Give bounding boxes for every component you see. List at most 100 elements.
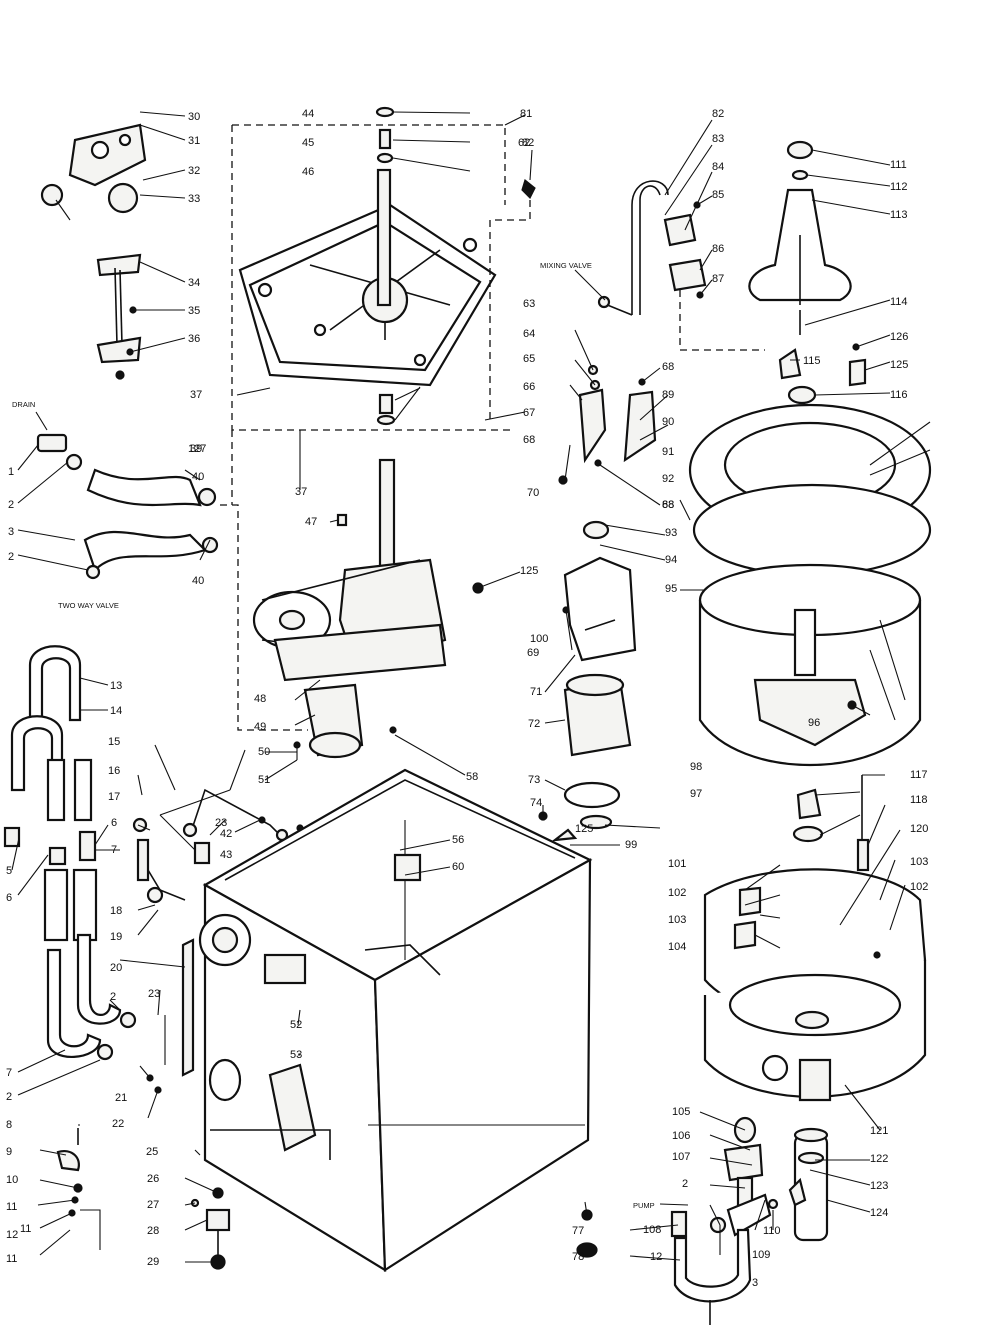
part-label: 67 — [523, 407, 535, 419]
part-label: 40 — [192, 575, 204, 587]
leveling-legs — [190, 1187, 598, 1270]
part-label: 30 — [188, 111, 200, 123]
part-label: 51 — [258, 774, 270, 786]
note-pump: PUMP — [633, 1201, 655, 1210]
part-label: 125 — [890, 359, 908, 371]
part-label: 1 — [8, 466, 14, 478]
part-label: 37 — [190, 389, 202, 401]
part-label: 13 — [110, 680, 122, 692]
part-label: 2 — [682, 1178, 688, 1190]
part-label: 121 — [870, 1125, 888, 1137]
outer-tub-assembly — [703, 775, 927, 1102]
part-label: 103 — [910, 856, 928, 868]
part-label: 12 — [6, 1229, 18, 1241]
part-label: 87 — [712, 273, 724, 285]
part-label: 72 — [528, 718, 540, 730]
part-label: 100 — [530, 633, 548, 645]
part-label: 116 — [890, 389, 908, 401]
part-label: 50 — [258, 746, 270, 758]
part-label: 2 — [8, 551, 14, 563]
part-label: 21 — [115, 1092, 127, 1104]
part-label: 98 — [690, 761, 702, 773]
motor-assembly — [472, 520, 637, 842]
part-label: 86 — [712, 243, 724, 255]
part-label: 32 — [188, 165, 200, 177]
part-label: 5 — [6, 865, 12, 877]
part-label: 69 — [527, 647, 539, 659]
part-label: 123 — [870, 1180, 888, 1192]
part-label: 23 — [148, 988, 160, 1000]
part-label: 126 — [890, 331, 908, 343]
part-label: 124 — [870, 1207, 888, 1219]
part-label: 91 — [662, 446, 674, 458]
part-label: 113 — [890, 209, 908, 221]
part-label: 94 — [665, 554, 677, 566]
part-label: 73 — [528, 774, 540, 786]
mixing-valve-assembly — [558, 180, 707, 485]
part-label: 71 — [530, 686, 542, 698]
part-label: 99 — [625, 839, 637, 851]
part-label: 37 — [295, 486, 307, 498]
part-label: 105 — [672, 1106, 690, 1118]
part-label: 23 — [215, 817, 227, 829]
part-label: 44 — [302, 108, 314, 120]
part-label: 78 — [572, 1251, 584, 1263]
part-label: 11 — [6, 1201, 17, 1213]
part-label: 56 — [452, 834, 464, 846]
part-label: 82 — [712, 108, 724, 120]
part-label: 85 — [712, 189, 724, 201]
pump-assembly — [670, 1116, 829, 1325]
part-label: 95 — [665, 583, 677, 595]
part-label: 63 — [523, 298, 535, 310]
part-label: 114 — [890, 296, 908, 308]
part-label: 102 — [910, 881, 928, 893]
part-label: 49 — [254, 721, 266, 733]
part-label: 39 — [190, 443, 202, 455]
part-label: 14 — [110, 705, 122, 717]
part-label: 106 — [672, 1130, 690, 1142]
part-label: 97 — [690, 788, 702, 800]
lid-switch-assembly — [40, 123, 147, 380]
note-drain: DRAIN — [12, 400, 35, 409]
part-label: 127 — [188, 443, 206, 455]
part-label: 96 — [808, 717, 820, 729]
part-label: 125 — [575, 823, 593, 835]
part-label: 8 — [6, 1119, 12, 1131]
part-label: 70 — [527, 487, 539, 499]
part-label: 92 — [662, 473, 674, 485]
part-label: 12 — [650, 1251, 662, 1263]
part-label: 64 — [523, 328, 535, 340]
part-label: 2 — [6, 1091, 12, 1103]
part-label: 34 — [188, 277, 200, 289]
water-inlet-hoses — [3, 645, 137, 1061]
part-label: 25 — [146, 1146, 158, 1158]
part-label: 108 — [643, 1224, 661, 1236]
part-label: 93 — [665, 527, 677, 539]
part-label: 52 — [290, 1019, 302, 1031]
part-label: 11 — [20, 1223, 31, 1235]
tub-support-plate-assembly — [231, 106, 536, 431]
part-label: 82 — [522, 137, 534, 149]
part-label: 6 — [111, 817, 117, 829]
part-label: 47 — [305, 516, 317, 528]
part-label: 74 — [530, 797, 542, 809]
part-label: 60 — [452, 861, 464, 873]
note-mixing-valve: MIXING VALVE — [540, 261, 592, 270]
leader-lines — [11, 111, 931, 1263]
part-label: 88 — [662, 499, 674, 511]
part-label: 3 — [8, 526, 14, 538]
part-label: 101 — [668, 858, 686, 870]
part-label: 84 — [712, 161, 724, 173]
part-label: 68 — [662, 361, 674, 373]
part-label: 58 — [466, 771, 478, 783]
part-label: 10 — [6, 1174, 18, 1186]
part-label: 115 — [803, 355, 821, 367]
part-label: 68 — [523, 434, 535, 446]
part-label: 90 — [662, 416, 674, 428]
part-label: 83 — [712, 133, 724, 145]
part-label: 18 — [110, 905, 122, 917]
part-label: 33 — [188, 193, 200, 205]
part-label: 9 — [6, 1146, 12, 1158]
part-label: 3 — [752, 1277, 758, 1289]
